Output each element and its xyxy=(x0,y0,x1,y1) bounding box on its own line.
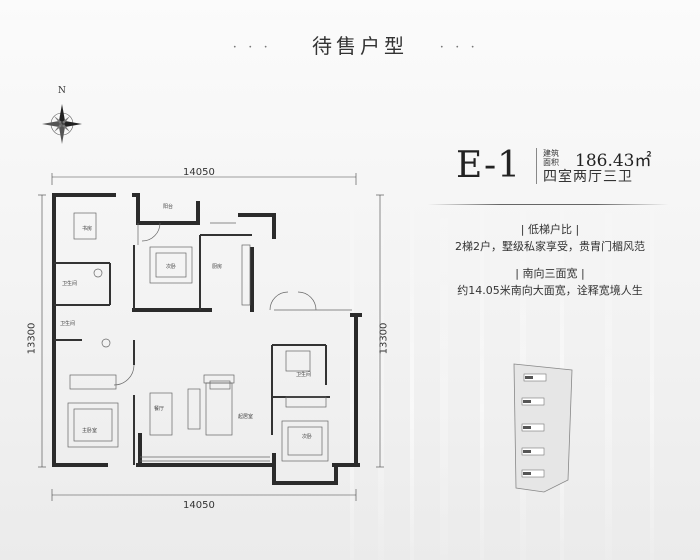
room-label-bath-c: 卫生间 xyxy=(296,372,312,378)
header-dots-right: • • • xyxy=(440,44,480,51)
room-label-study: 书房 xyxy=(82,226,93,232)
dimension-bottom-width: 14050 xyxy=(183,500,215,511)
section-divider xyxy=(428,204,668,205)
area-label-line2: 面积 xyxy=(543,158,559,167)
unit-layout: 四室两厅三卫 xyxy=(543,169,633,185)
room-label-kitchen: 厨房 xyxy=(212,264,223,270)
site-location-map xyxy=(508,360,578,495)
feature-desc-south-frontage: 约14.05米南向大面宽，诠释宽境人生 xyxy=(457,284,643,297)
room-label-master-bedroom: 主卧室 xyxy=(82,428,98,434)
page-header: • • • 待售户型 • • • xyxy=(0,30,700,62)
room-label-bedroom-south: 次卧 xyxy=(302,434,313,440)
room-label-bath-a: 卫生间 xyxy=(62,281,78,287)
feature-desc-elevator-ratio: 2梯2户，墅级私家享受，贵胄门楣风范 xyxy=(455,240,645,253)
area-value: 186.43㎡ xyxy=(575,151,652,171)
compass-star-icon xyxy=(42,104,82,144)
room-label-bedroom-north: 次卧 xyxy=(166,264,177,270)
site-map-drawing xyxy=(513,363,573,493)
floor-plan-drawing xyxy=(38,173,384,501)
north-label: N xyxy=(58,86,66,96)
dimension-top-width: 14050 xyxy=(183,167,215,178)
unit-separator xyxy=(536,148,537,184)
unit-name: E-1 xyxy=(456,145,522,186)
page-title: 待售户型 xyxy=(312,34,408,58)
floor-plan: 书房 阳台 次卧 厨房 卫生间 卫生间 卫生间 主卧室 餐厅 起居室 次卧 xyxy=(30,165,400,525)
feature-title-elevator-ratio: | 低梯户比 | xyxy=(520,223,580,236)
room-label-dining: 餐厅 xyxy=(154,406,165,412)
room-label-balcony: 阳台 xyxy=(163,204,174,210)
compass-rose: N xyxy=(38,86,86,152)
area-label-line1: 建筑 xyxy=(543,149,559,158)
room-label-living: 起居室 xyxy=(238,414,254,420)
room-label-bath-b: 卫生间 xyxy=(60,321,76,327)
header-dots-left: • • • xyxy=(233,44,273,51)
feature-title-south-frontage: | 南向三面宽 | xyxy=(515,267,585,280)
